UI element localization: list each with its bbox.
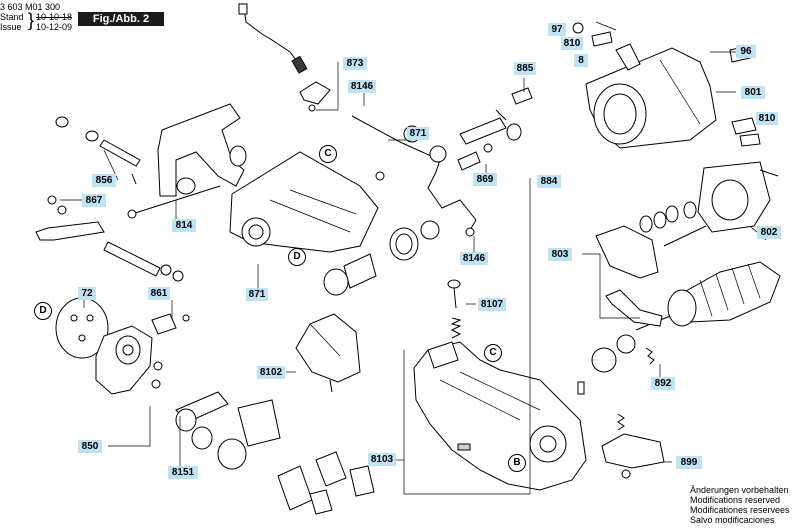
part-label-871-left: 871	[246, 288, 268, 301]
clamp-861-drawing	[151, 313, 190, 335]
baffle-803-drawing	[595, 201, 707, 279]
armature-drawing	[635, 261, 781, 331]
part-label-802: 802	[757, 226, 781, 239]
footer-note-fr: Modificationes reservees	[690, 505, 790, 515]
part-label-8146-mid: 8146	[460, 252, 488, 265]
part-label-884: 884	[537, 175, 561, 188]
shaft-drawing	[403, 117, 522, 171]
cylinders-8151-drawing	[175, 391, 375, 515]
callout-c-top: C	[319, 145, 337, 163]
part-label-873: 873	[343, 57, 367, 70]
callout-c-bottom: C	[484, 344, 502, 362]
part-label-885: 885	[514, 62, 536, 75]
part-label-856: 856	[92, 174, 116, 187]
part-label-97: 97	[548, 23, 566, 36]
bolt-856-drawing	[55, 116, 141, 185]
lever-867-drawing	[35, 195, 105, 241]
bracket-glyph: }	[28, 10, 35, 30]
screw-8107-drawing	[447, 279, 462, 339]
part-label-801: 801	[741, 86, 765, 99]
footer-note-en: Modifications reserved	[690, 495, 781, 505]
footer-note-es: Salvo modificaciones	[690, 515, 775, 525]
part-label-8103: 8103	[368, 453, 396, 466]
issue-date: 10-12-09	[36, 22, 73, 32]
guard-8102-drawing	[295, 313, 361, 393]
part-label-8151: 8151	[168, 466, 198, 479]
field-coil-drawing	[697, 161, 779, 233]
blade-guard-drawing	[413, 341, 587, 491]
handle-drawing	[157, 103, 247, 197]
part-label-850: 850	[78, 440, 102, 453]
part-label-867: 867	[82, 194, 106, 207]
part-label-8146-top: 8146	[348, 80, 376, 93]
part-label-72: 72	[78, 287, 96, 300]
upper-housing-drawing	[229, 151, 379, 253]
threaded-rod-drawing	[103, 241, 184, 282]
issue-label: Issue	[0, 22, 22, 32]
spindle-lock-drawing	[591, 289, 663, 373]
callout-d-mid: D	[288, 248, 306, 266]
callout-b: B	[508, 454, 526, 472]
part-label-810-right: 810	[756, 112, 778, 125]
part-label-8107: 8107	[478, 298, 506, 311]
part-label-871-top: 871	[407, 127, 429, 140]
part-label-814: 814	[172, 219, 196, 232]
pin-885-drawing	[495, 87, 533, 121]
bracket-884-drawing	[351, 115, 477, 237]
clamp-873-drawing	[299, 81, 331, 112]
callout-d-left: D	[34, 302, 52, 320]
footer-note-de: Änderungen vorbehalten	[690, 485, 789, 495]
motor-housing-drawing	[572, 22, 761, 149]
part-label-96: 96	[736, 45, 756, 58]
part-label-810-top: 810	[561, 37, 583, 50]
switch-handle-drawing	[577, 381, 665, 479]
doc-number: 3 603 M01 300	[0, 2, 61, 12]
part-label-8102: 8102	[257, 366, 285, 379]
figure-badge: Fig./Abb. 2	[78, 12, 164, 26]
knob-850-drawing	[95, 325, 163, 395]
stand-date: 10-10-18	[36, 12, 73, 22]
part-label-8: 8	[574, 54, 588, 67]
part-label-803: 803	[548, 248, 572, 261]
power-cord-drawing	[238, 3, 308, 74]
stand-label: Stand	[0, 12, 24, 22]
spring-drawing	[323, 220, 440, 296]
part-label-869: 869	[473, 173, 497, 186]
part-label-861: 861	[148, 287, 170, 300]
part-label-899: 899	[676, 456, 702, 469]
part-label-892: 892	[651, 377, 675, 390]
